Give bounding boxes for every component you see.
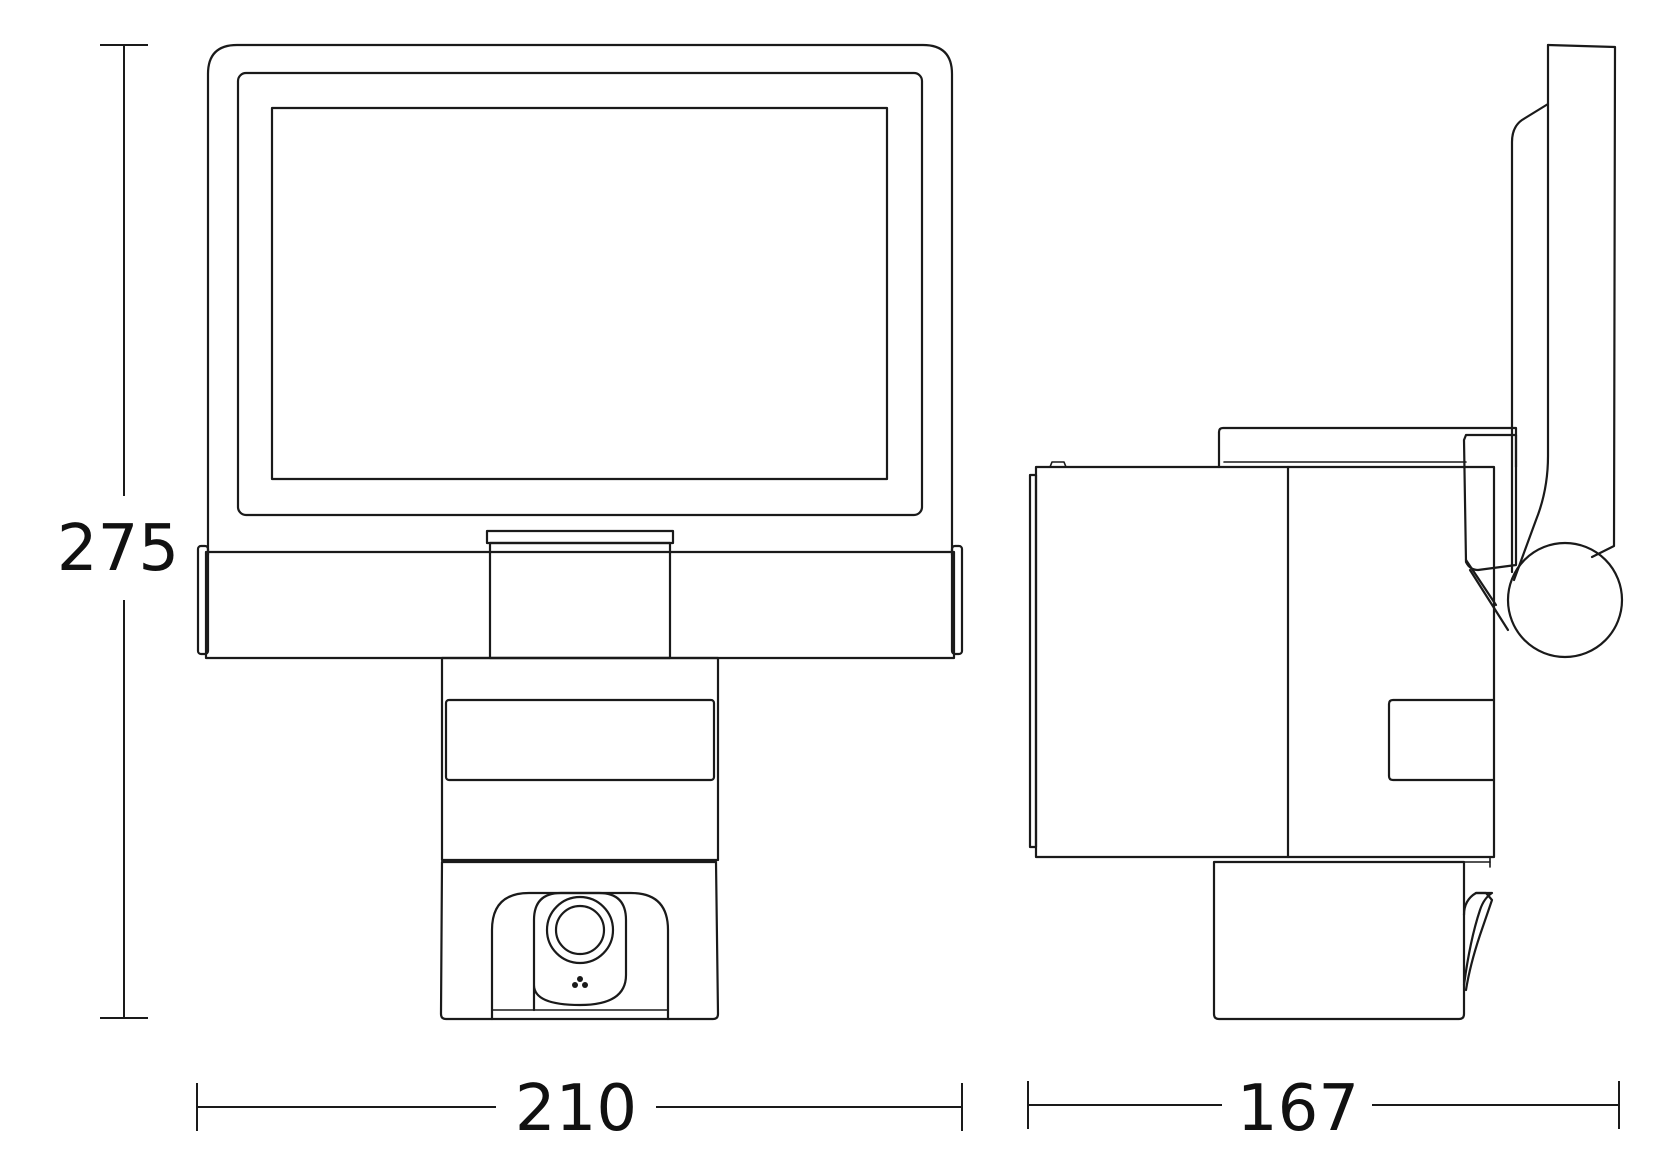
front-camera-lens-outer <box>545 895 615 965</box>
front-center-joint <box>488 541 672 660</box>
front-camera-lens-housing <box>532 891 628 1012</box>
front-end-cap-left <box>196 544 210 656</box>
front-width-label: 210 <box>515 1072 637 1146</box>
front-end-cap-right <box>950 544 964 656</box>
front-camera-bezel <box>490 891 670 1021</box>
side-depth-label: 167 <box>1237 1072 1359 1146</box>
front-view <box>196 43 964 1021</box>
front-lamp-housing-outer <box>206 43 954 557</box>
front-lamp-bottom-bar <box>204 550 956 660</box>
front-camera-indicator-dot-2 <box>572 982 578 988</box>
side-lamp-bracket <box>1462 433 1518 572</box>
front-sensor-body <box>440 656 720 862</box>
side-lamp-head-outer <box>1546 43 1617 559</box>
front-camera-housing <box>439 860 720 1021</box>
side-wall-plate <box>1028 473 1038 849</box>
height-dimension: 275 <box>57 44 179 1019</box>
side-camera-lens-profile <box>1462 891 1494 987</box>
side-main-body <box>1034 465 1496 859</box>
side-camera-lens-tip <box>1464 891 1494 992</box>
side-camera-housing <box>1212 860 1466 1021</box>
front-camera-indicator-dot-1 <box>577 976 583 982</box>
side-bracket-arm <box>1464 558 1498 607</box>
front-camera-indicator-dot-3 <box>582 982 588 988</box>
front-camera-lens-inner <box>554 904 606 956</box>
front-lamp-housing-inner <box>236 71 924 517</box>
side-view <box>1028 43 1624 1021</box>
front-width-dimension: 210 <box>196 1072 963 1146</box>
side-lamp-head-inner <box>1512 102 1550 582</box>
side-lamp-head-front <box>1510 43 1550 574</box>
front-center-joint-top <box>485 529 675 545</box>
height-dim-label: 275 <box>57 512 179 586</box>
side-bracket-arm-2 <box>1468 568 1510 632</box>
side-top-slab <box>1217 426 1518 469</box>
front-sensor-window <box>444 698 716 782</box>
side-top-knob <box>1049 461 1067 468</box>
front-led-panel <box>270 106 889 481</box>
side-sensor-window <box>1387 698 1496 782</box>
side-pivot-joint <box>1506 541 1624 659</box>
side-depth-dimension: 167 <box>1027 1072 1620 1146</box>
